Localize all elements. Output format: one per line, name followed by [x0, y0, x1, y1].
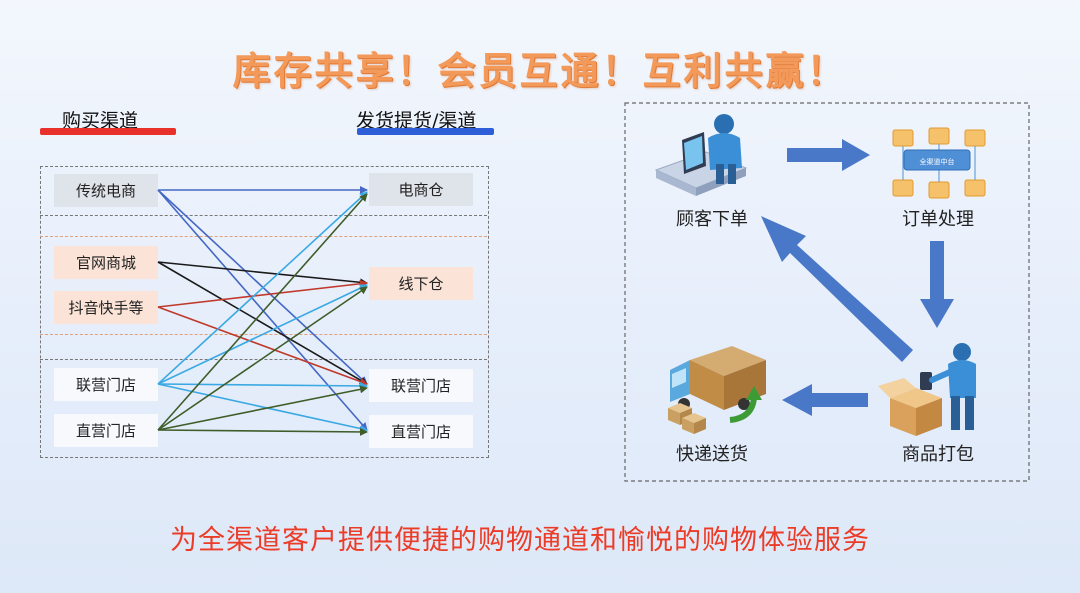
ship-node-ecom-warehouse: 电商仓 — [369, 173, 473, 206]
step-express-delivery: 快递送货 — [676, 444, 748, 465]
arrow-process-to-pack — [920, 241, 954, 328]
buy-node-joint-store: 联营门店 — [54, 368, 158, 401]
link-joint-to-joint — [157, 381, 368, 390]
ship-node-offline-warehouse: 线下仓 — [369, 267, 473, 300]
channel-frame — [40, 166, 489, 458]
page-title: 库存共享！会员互通！互利共赢！ — [232, 49, 848, 93]
divider-gray-2 — [40, 359, 487, 360]
link-trad-to-direct — [157, 189, 368, 431]
link-direct-to-ecom — [157, 193, 368, 431]
link-web-to-joint — [157, 261, 368, 385]
delivery-truck-icon — [668, 346, 766, 434]
link-direct-to-direct — [157, 427, 368, 436]
buy-channels-underline — [40, 128, 176, 135]
divider-gray-1 — [40, 215, 487, 216]
buy-node-traditional-ecommerce: 传统电商 — [54, 174, 158, 207]
link-douyin-to-joint — [157, 306, 368, 386]
link-douyin-to-offline — [157, 279, 368, 308]
buy-node-direct-store: 直营门店 — [54, 414, 158, 447]
step-product-packing: 商品打包 — [902, 444, 974, 465]
ship-channels-underline — [357, 128, 494, 135]
arrow-pack-to-order — [761, 216, 913, 362]
ship-node-direct-store: 直营门店 — [369, 415, 473, 448]
link-direct-to-offline — [157, 286, 368, 431]
step-order-processing: 订单处理 — [902, 209, 974, 230]
link-joint-to-ecom — [157, 191, 368, 385]
ship-channels-heading: 发货提货/渠道 — [356, 110, 477, 132]
platform-label: 全渠道中台 — [920, 157, 955, 166]
link-direct-to-joint — [157, 385, 368, 431]
buy-channels-heading: 购买渠道 — [62, 110, 139, 132]
link-joint-to-offline — [157, 284, 368, 385]
buy-node-official-mall: 官网商城 — [54, 246, 158, 279]
ship-node-joint-store: 联营门店 — [369, 369, 473, 402]
buy-node-douyin-kuaishou: 抖音快手等 — [54, 291, 158, 324]
order-platform-icon — [892, 127, 986, 199]
arrow-order-to-process — [787, 139, 870, 171]
packing-worker-icon — [878, 343, 976, 436]
link-web-to-offline — [157, 261, 368, 287]
step-customer-order: 顾客下单 — [676, 209, 748, 230]
channel-links — [157, 186, 368, 436]
customer-computer-icon — [654, 114, 748, 196]
service-slogan: 为全渠道客户提供便捷的购物通道和愉悦的购物体验服务 — [170, 525, 870, 556]
divider-orange-1 — [40, 236, 487, 237]
flow-frame — [624, 102, 1030, 482]
arrow-pack-to-deliver — [782, 384, 868, 416]
